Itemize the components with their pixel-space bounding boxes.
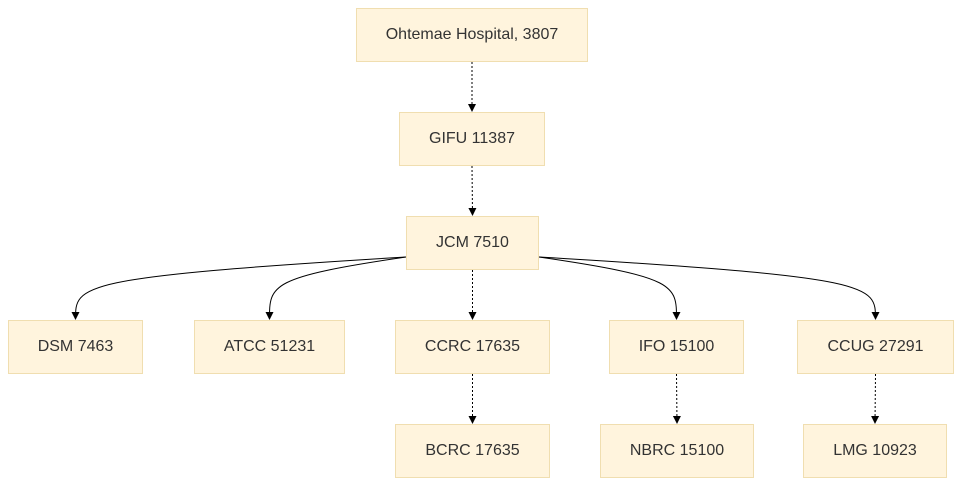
edge-gifu-to-jcm: [468, 165, 477, 216]
node-label: DSM 7463: [37, 338, 114, 355]
node-jcm: JCM 7510: [406, 216, 539, 270]
node-label: BCRC 17635: [425, 442, 520, 459]
node-label: LMG 10923: [833, 442, 917, 459]
node-label: ATCC 51231: [223, 338, 316, 355]
node-label: IFO 15100: [638, 338, 715, 355]
node-nbrc: NBRC 15100: [600, 424, 754, 478]
node-ohtemae-hospital: Ohtemae Hospital, 3807: [356, 8, 588, 62]
node-bcrc: BCRC 17635: [395, 424, 550, 478]
edge-jcm-to-atcc: [265, 256, 407, 320]
node-dsm: DSM 7463: [8, 320, 143, 374]
edge-jcm-to-ccug: [538, 256, 880, 320]
node-gifu: GIFU 11387: [399, 112, 545, 166]
node-label: NBRC 15100: [629, 442, 725, 459]
edge-ccug-to-lmg: [871, 373, 880, 424]
node-label: CCRC 17635: [424, 338, 521, 355]
node-atcc: ATCC 51231: [194, 320, 345, 374]
node-ifo: IFO 15100: [609, 320, 744, 374]
edge-jcm-to-dsm: [71, 256, 407, 320]
node-lmg: LMG 10923: [803, 424, 947, 478]
edge-jcm-to-ifo: [538, 256, 681, 320]
node-label: GIFU 11387: [429, 130, 515, 147]
node-label: CCUG 27291: [827, 338, 924, 355]
node-label: Ohtemae Hospital, 3807: [385, 26, 559, 43]
node-ccrc: CCRC 17635: [395, 320, 550, 374]
node-ccug: CCUG 27291: [797, 320, 954, 374]
edge-ifo-to-nbrc: [672, 373, 681, 424]
node-label: JCM 7510: [436, 234, 509, 251]
